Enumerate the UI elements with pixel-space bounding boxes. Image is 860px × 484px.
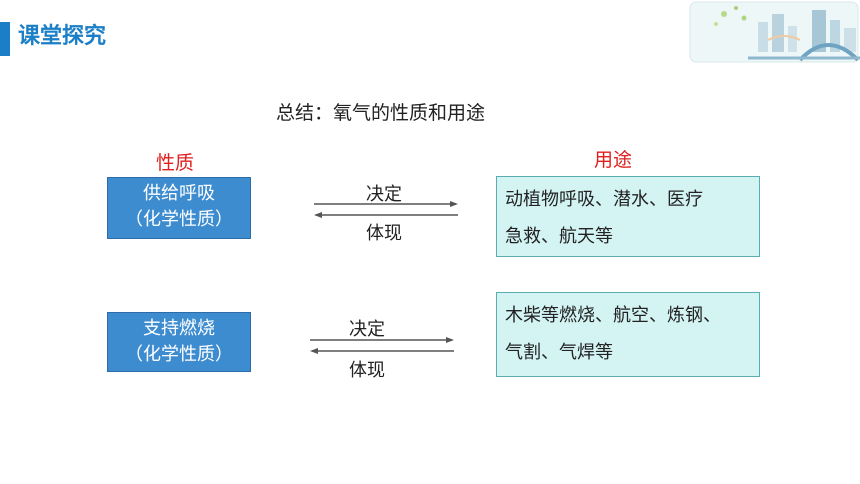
double-arrow-icon — [314, 201, 458, 218]
section-title: 课堂探究 — [18, 24, 107, 49]
column-label-usage: 用途 — [594, 149, 633, 171]
arrow-label-embody: 体现 — [349, 360, 385, 381]
arrow-label-embody: 体现 — [366, 223, 402, 244]
column-label-property: 性质 — [156, 152, 195, 174]
property-type: （化学性质） — [125, 344, 233, 365]
usage-box-combustion: 木柴等燃烧、航空、炼钢、 气割、气焊等 — [496, 292, 760, 377]
usage-box-respiration: 动植物呼吸、潜水、医疗 急救、航天等 — [496, 176, 760, 257]
property-type: （化学性质） — [125, 209, 233, 230]
usage-text-line: 动植物呼吸、潜水、医疗 — [505, 189, 703, 210]
arrow-label-determine: 决定 — [349, 319, 385, 340]
city-bridge-illustration-icon — [688, 0, 860, 66]
usage-text-line: 急救、航天等 — [505, 226, 613, 247]
header-accent-bar — [0, 22, 10, 56]
property-name: 供给呼吸 — [143, 183, 215, 204]
property-box-respiration: 供给呼吸 （化学性质） — [107, 177, 251, 239]
double-arrow-icon — [310, 337, 454, 354]
summary-title: 总结：氧气的性质和用途 — [276, 102, 486, 124]
usage-text-line: 气割、气焊等 — [505, 342, 613, 363]
property-box-combustion: 支持燃烧 （化学性质） — [107, 312, 251, 372]
usage-text-line: 木柴等燃烧、航空、炼钢、 — [505, 305, 721, 326]
arrow-label-determine: 决定 — [366, 184, 402, 205]
property-name: 支持燃烧 — [143, 318, 215, 339]
